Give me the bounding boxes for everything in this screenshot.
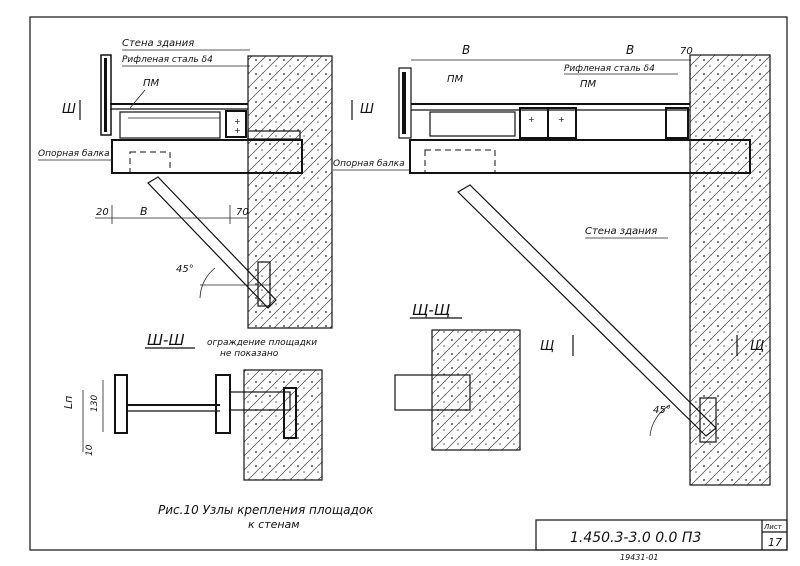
section-sh-sh: Ш-Ш ограждение площадки не показано Lп 1… <box>62 331 323 481</box>
svg-text:+: + <box>234 126 241 135</box>
railing-post <box>100 54 112 136</box>
sheet-number: 17 <box>768 536 782 549</box>
wall-label-right: Стена здания <box>585 226 657 237</box>
archive-stamp: 19431-01 <box>620 553 659 562</box>
guard-note-1: ограждение площадки <box>207 338 317 348</box>
beam-label-top-left: Опорная балка <box>38 149 110 159</box>
dim-b: B <box>140 205 148 218</box>
sheet-frame <box>29 16 788 551</box>
svg-text:+: + <box>558 115 565 124</box>
angle-45-right: 45° <box>653 405 671 416</box>
guard-note-2: не показано <box>220 349 279 359</box>
detail-top-left: + + 20 B 70 45° Стена здания Рифленая ст… <box>38 38 374 329</box>
support-beam-right <box>409 139 751 174</box>
pm-channel <box>119 111 221 139</box>
dim-10: 10 <box>85 444 95 456</box>
bracket-diagonal <box>147 176 277 309</box>
beam-label-right: Опорная балка <box>333 159 405 169</box>
support-beam <box>111 139 303 174</box>
title-block: 1.450.3-3.0 0.0 П3 Лист 17 19431-01 <box>535 519 788 562</box>
wall-section-shch <box>431 329 521 451</box>
caption-line-1: Рис.10 Узлы крепления площадок <box>158 503 374 517</box>
wall-label-top-left: Стена здания <box>122 38 194 49</box>
wall-top-left <box>247 55 333 329</box>
detail-top-right: + + B B 70 Рифленая сталь δ4 ПМ ПМ Опорн… <box>333 43 771 486</box>
dim-b1-right: B <box>462 43 470 57</box>
svg-text:+: + <box>528 115 535 124</box>
document-code: 1.450.3-3.0 0.0 П3 <box>570 530 701 546</box>
pm-label-top-left: ПМ <box>143 78 160 89</box>
section-mark-right: Ш <box>360 102 374 117</box>
dim-130: 130 <box>90 395 100 412</box>
section-mark-shch-left: Щ <box>540 339 554 354</box>
steel-label-right: Рифленая сталь δ4 <box>564 64 655 74</box>
section-mark-left: Ш <box>62 102 76 117</box>
svg-text:+: + <box>234 117 241 126</box>
caption-line-2: к стенам <box>248 518 300 531</box>
dim-20: 20 <box>96 207 109 218</box>
wall-top-right <box>689 54 771 486</box>
dim-b2-right: B <box>626 43 634 57</box>
section-mark-shch-right: Щ <box>750 339 764 354</box>
pm-label-right-2: ПМ <box>580 79 597 90</box>
section-title-shch: Щ-Щ <box>412 301 450 319</box>
section-title-sh: Ш-Ш <box>147 331 185 349</box>
dim-70-right: 70 <box>680 46 693 57</box>
dim-70: 70 <box>236 207 249 218</box>
angle-45-left: 45° <box>176 264 194 275</box>
section-shch-shch: Щ-Щ <box>394 301 521 451</box>
steel-label-top-left: Рифленая сталь δ4 <box>122 55 213 65</box>
sheet-label: Лист <box>763 523 783 531</box>
dim-lp: Lп <box>62 396 75 409</box>
pm-label-right-1: ПМ <box>447 74 464 85</box>
